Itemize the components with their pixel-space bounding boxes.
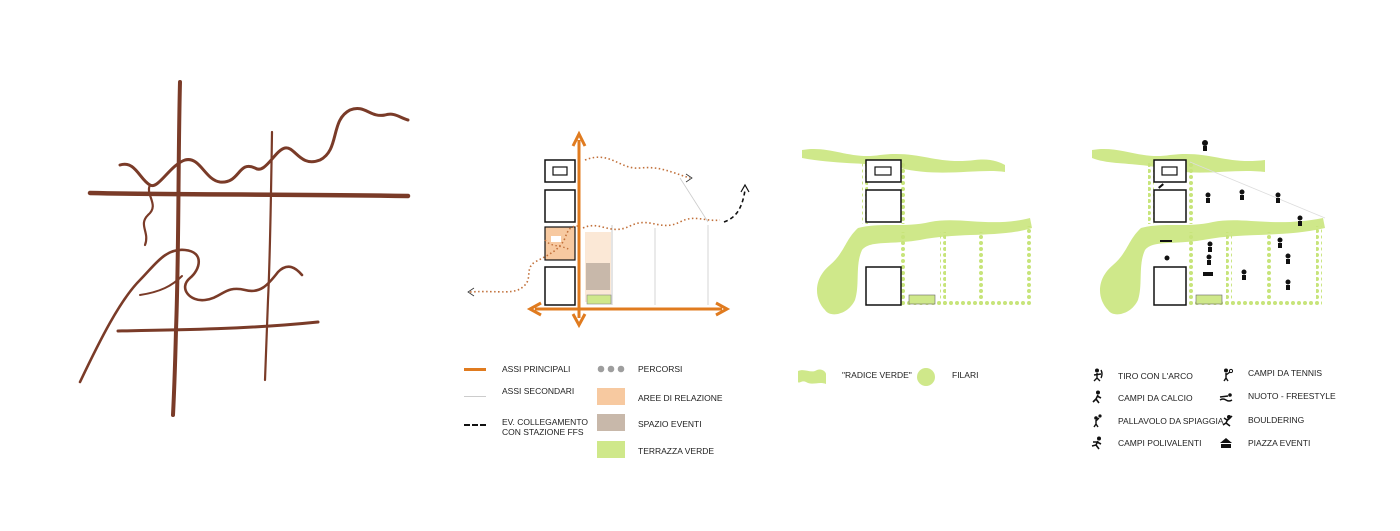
legend-paths: PERCORSI xyxy=(638,364,683,374)
sports-diagram xyxy=(1092,140,1326,315)
green-root-swatch xyxy=(797,368,827,386)
legend-ffs-link-line2: CON STAZIONE FFS xyxy=(502,427,584,437)
legend-green-terrace: TERRAZZA VERDE xyxy=(638,446,715,456)
legend-bouldering: BOULDERING xyxy=(1248,415,1305,425)
legend-relation-areas: AREE DI RELAZIONE xyxy=(638,393,723,403)
legend-multi-courts: CAMPI POLIVALENTI xyxy=(1118,438,1202,448)
relation-areas-swatch xyxy=(597,388,625,405)
legend-tennis: CAMPI DA TENNIS xyxy=(1248,368,1322,378)
secondary-axes-swatch xyxy=(464,396,486,397)
runner-icon xyxy=(1091,436,1103,453)
event-square-icon xyxy=(1219,437,1233,452)
legend-archery: TIRO CON L'ARCO xyxy=(1118,371,1193,381)
legend-secondary-axes: ASSI SECONDARI xyxy=(502,386,575,396)
paths-swatch xyxy=(597,365,625,373)
event-space-swatch xyxy=(597,414,625,431)
sport-markers xyxy=(1158,140,1303,290)
green-terrace-swatch xyxy=(597,441,625,458)
legend-tree-rows: FILARI xyxy=(952,370,979,380)
archer-icon xyxy=(1091,368,1103,385)
concept-sketch xyxy=(78,80,411,417)
volleyball-player-icon xyxy=(1091,414,1103,431)
legend-main-axes: ASSI PRINCIPALI xyxy=(502,364,571,374)
legend-ffs-link-line1: EV. COLLEGAMENTO xyxy=(502,417,588,427)
legend-green-root: "RADICE VERDE" xyxy=(842,370,912,380)
legend-event-square: PIAZZA EVENTI xyxy=(1248,438,1311,448)
swimmer-icon xyxy=(1219,392,1233,405)
axes-diagram xyxy=(467,130,750,329)
tree-rows-swatch xyxy=(917,368,935,386)
legend-event-space: SPAZIO EVENTI xyxy=(638,419,702,429)
tennis-player-icon xyxy=(1221,368,1234,385)
football-player-icon xyxy=(1091,390,1103,407)
green-root-diagram xyxy=(802,148,1032,315)
legend-beach-volley: PALLAVOLO DA SPIAGGIA xyxy=(1118,416,1224,426)
ffs-link-swatch xyxy=(464,424,486,426)
climber-icon xyxy=(1221,414,1233,431)
legend-football: CAMPI DA CALCIO xyxy=(1118,393,1193,403)
legend-swimming: NUOTO - FREESTYLE xyxy=(1248,391,1336,401)
main-axes-swatch xyxy=(464,368,486,371)
